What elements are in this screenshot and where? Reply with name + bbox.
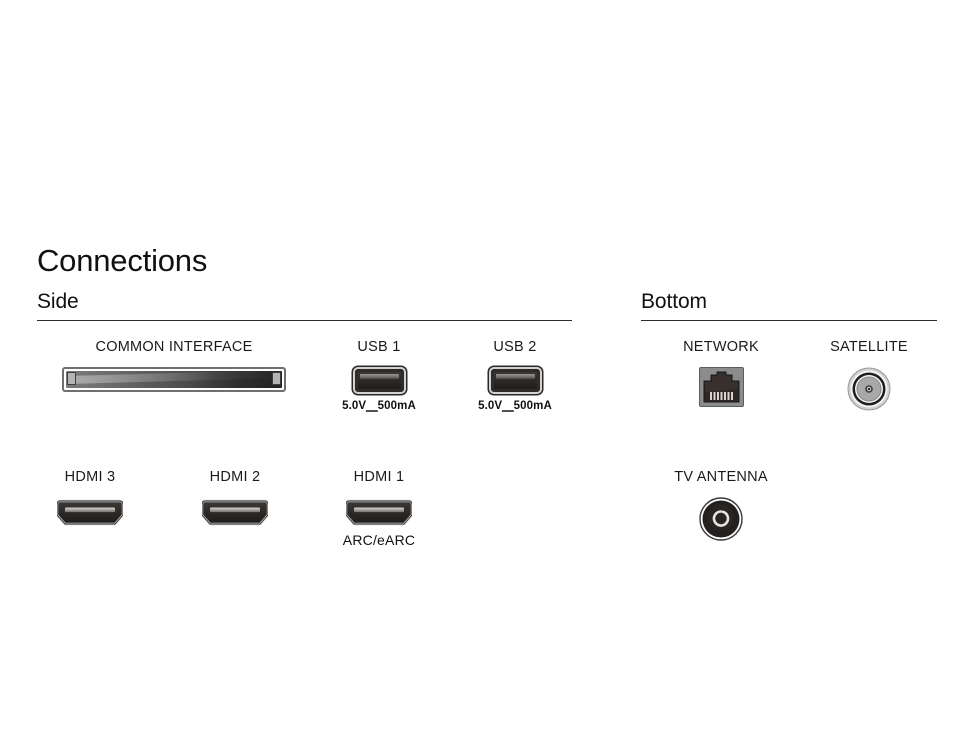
rj45-network-icon	[666, 366, 776, 407]
usb-port-icon	[460, 366, 570, 394]
usb-port-icon	[324, 366, 434, 394]
port-usb-2-label: USB 2	[493, 339, 537, 355]
port-hdmi-2-label: HDMI 2	[209, 469, 261, 485]
section-side-divider	[37, 320, 572, 321]
port-hdmi-2: HDMI 2	[180, 470, 290, 526]
coax-antenna-icon	[666, 496, 776, 541]
port-hdmi-1: HDMI 1 ARC/eARC	[324, 470, 434, 547]
port-usb-2-power: 5.0V⎽500mA	[478, 399, 552, 412]
section-side: Side	[37, 291, 572, 321]
page-title: Connections	[37, 243, 208, 278]
port-usb-1-power: 5.0V⎽500mA	[342, 399, 416, 412]
port-satellite-label: SATELLITE	[830, 339, 908, 355]
port-hdmi-1-arc-label: ARC/eARC	[342, 531, 416, 548]
section-side-title: Side	[37, 290, 79, 313]
port-network: NETWORK	[666, 340, 776, 407]
hdmi-port-icon	[35, 497, 145, 526]
section-bottom-divider	[641, 320, 937, 321]
ci-slot-tab-right	[272, 371, 281, 385]
hdmi-port-icon	[180, 497, 290, 526]
port-usb-1: USB 1 5.0V⎽500mA	[324, 340, 434, 412]
section-bottom: Bottom	[641, 291, 937, 321]
port-hdmi-3: HDMI 3	[35, 470, 145, 526]
ci-slot-icon	[62, 366, 286, 392]
ci-slot-tab-left	[67, 371, 76, 385]
port-satellite: SATELLITE	[814, 340, 924, 411]
port-tv-antenna-label: TV ANTENNA	[674, 469, 768, 485]
port-network-label: NETWORK	[683, 339, 759, 355]
hdmi-port-icon	[324, 497, 434, 526]
port-usb-2: USB 2 5.0V⎽500mA	[460, 340, 570, 412]
port-hdmi-3-label: HDMI 3	[64, 469, 116, 485]
section-bottom-title: Bottom	[641, 290, 707, 313]
satellite-f-connector-icon	[814, 367, 924, 411]
port-hdmi-1-label: HDMI 1	[353, 469, 405, 485]
port-common-interface: COMMON INTERFACE	[62, 340, 286, 392]
port-usb-1-label: USB 1	[357, 339, 401, 355]
port-common-interface-label: COMMON INTERFACE	[95, 339, 253, 355]
port-tv-antenna: TV ANTENNA	[666, 470, 776, 541]
